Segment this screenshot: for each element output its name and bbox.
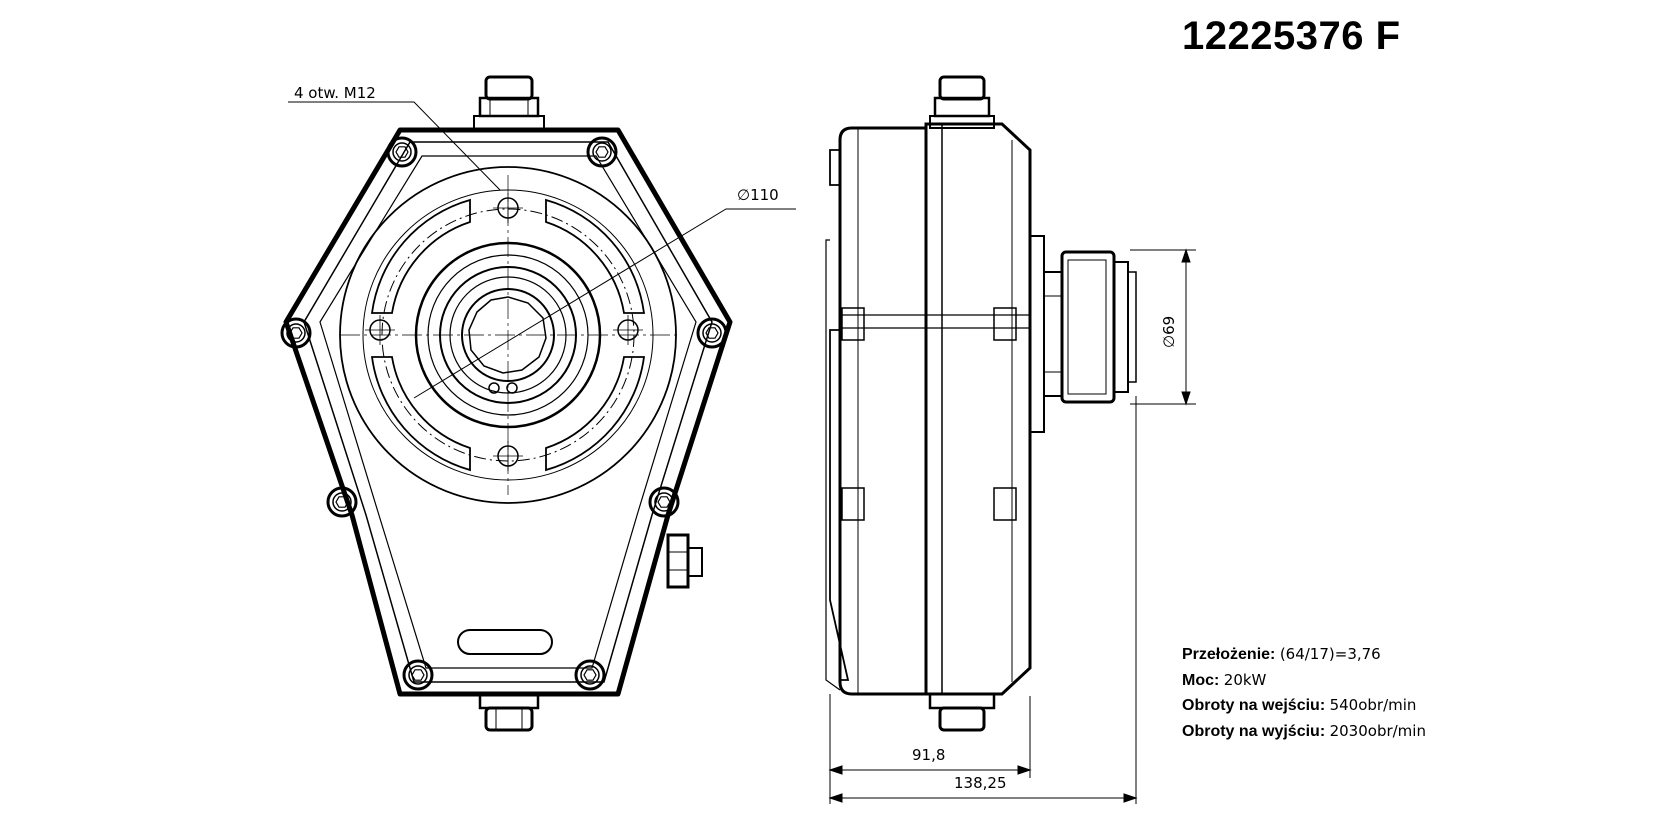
dim-69 bbox=[1130, 248, 1196, 406]
side-plug bbox=[666, 533, 703, 589]
spec-value: 2030obr/min bbox=[1329, 721, 1426, 740]
holes-label: 4 otw. M12 bbox=[294, 84, 376, 102]
front-view bbox=[280, 75, 796, 732]
spec-power: Moc: 20kW bbox=[1182, 668, 1426, 694]
spec-key: Moc: bbox=[1182, 671, 1220, 689]
top-plug bbox=[473, 75, 545, 131]
spec-output-speed: Obroty na wyjściu: 2030obr/min bbox=[1182, 719, 1426, 745]
spec-key: Przełożenie: bbox=[1182, 646, 1276, 663]
spec-list: Przełożenie: (64/17)=3,76 Moc: 20kW Obro… bbox=[1182, 642, 1426, 744]
flange-diameter-label: ∅110 bbox=[737, 186, 779, 204]
spec-value: 540obr/min bbox=[1329, 696, 1417, 714]
side-view bbox=[825, 75, 1196, 804]
part-number-title: 12225376 F bbox=[1182, 14, 1401, 58]
dim-short-label: 91,8 bbox=[912, 746, 946, 764]
spec-value: 20kW bbox=[1223, 670, 1267, 689]
dim-918 bbox=[828, 396, 1138, 804]
spec-key: Obroty na wejściu: bbox=[1182, 697, 1326, 714]
dim-long-label: 138,25 bbox=[954, 774, 1007, 792]
spec-input-speed: Obroty na wejściu: 540obr/min bbox=[1182, 693, 1426, 719]
bottom-plug bbox=[478, 692, 540, 732]
spec-key: Obroty na wyjściu: bbox=[1182, 722, 1326, 740]
housing-outline bbox=[283, 127, 733, 697]
spec-ratio: Przełożenie: (64/17)=3,76 bbox=[1182, 642, 1426, 668]
spec-value: (64/17)=3,76 bbox=[1279, 645, 1381, 663]
shaft-diameter-label: ∅69 bbox=[1160, 315, 1178, 348]
